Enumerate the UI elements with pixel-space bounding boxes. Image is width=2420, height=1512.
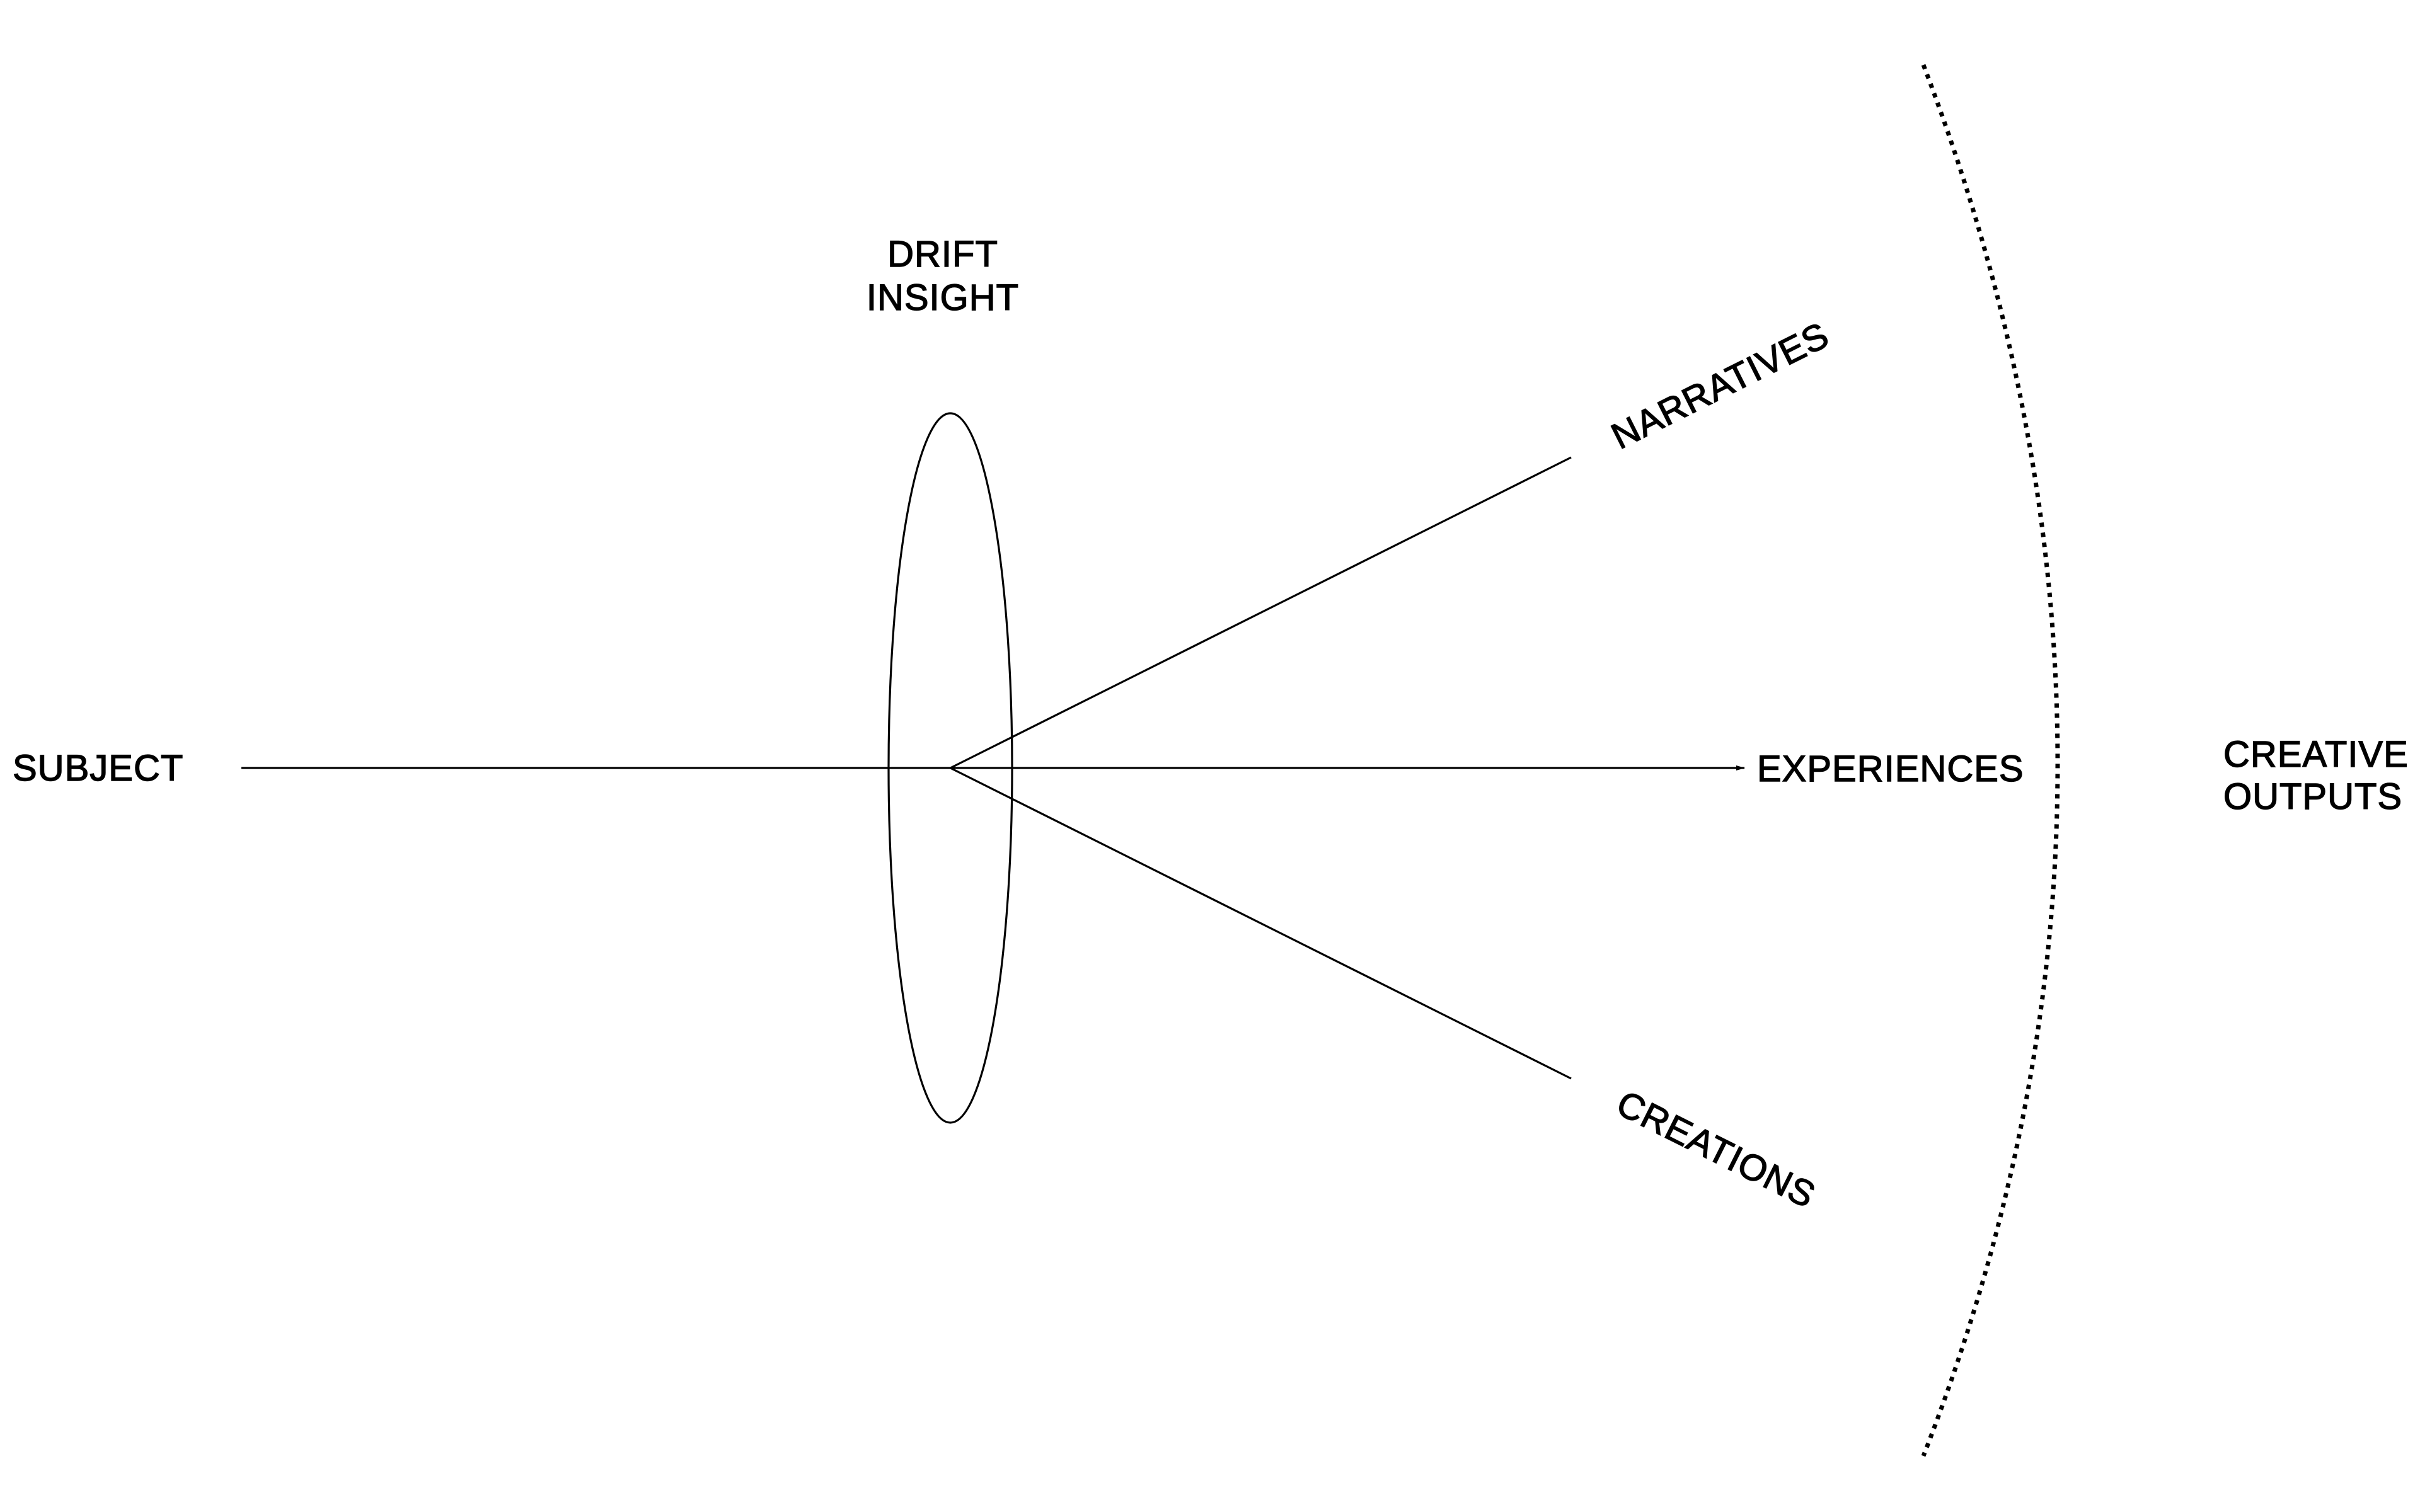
ray-creations	[950, 767, 1572, 1080]
subject-label: SUBJECT	[13, 748, 183, 789]
output-creations-label: CREATIONS	[1610, 1083, 1822, 1217]
output-experiences-label: EXPERIENCES	[1757, 748, 2024, 789]
lens-title-line2: INSIGHT	[867, 277, 1019, 318]
boundary-label-line1: CREATIVE	[2223, 734, 2409, 775]
output-narratives-label: NARRATIVES	[1605, 314, 1836, 457]
lens-title-line1: DRIFT	[887, 234, 998, 275]
ray-narratives	[950, 456, 1572, 769]
creative-outputs-boundary-arc	[1921, 64, 2060, 1457]
boundary-label-line2: OUTPUTS	[2223, 776, 2402, 817]
